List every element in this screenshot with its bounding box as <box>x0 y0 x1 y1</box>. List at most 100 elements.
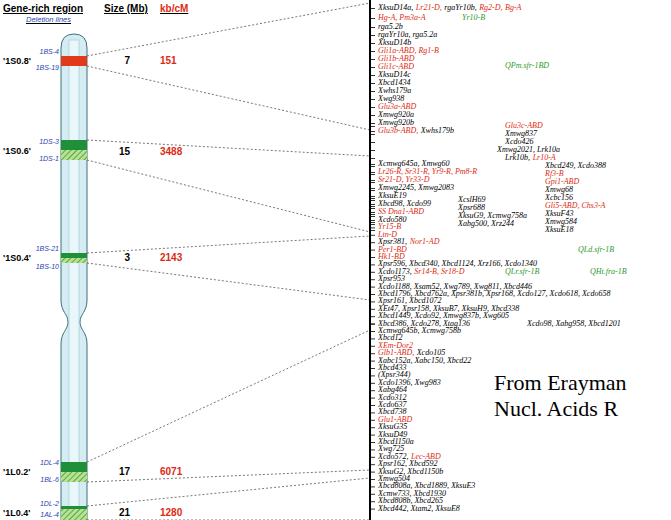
marker-tick <box>370 294 375 295</box>
marker-tick <box>370 99 375 100</box>
source-note-row: Nucl. Acids R <box>492 396 620 422</box>
marker-label: Lr21-D, <box>416 3 442 12</box>
marker-label: Bg-A <box>505 3 521 12</box>
size-value-row: 17 <box>119 467 130 477</box>
marker-tick <box>370 182 375 183</box>
deletion-line-label-row: 1DL-4 <box>40 459 59 467</box>
marker-tick <box>370 51 375 52</box>
marker-label-row: Xwg938 <box>378 95 404 103</box>
marker-label: Lrk10b, <box>505 153 530 162</box>
marker-label: Xcmwg645a, Xmwg60 <box>378 159 450 168</box>
chromatid-core <box>69 40 79 520</box>
size-value: 21 <box>119 507 130 518</box>
marker-label-row: rga5.2b <box>378 23 403 31</box>
marker-label-row: XksuD14b <box>378 39 411 47</box>
band <box>61 506 87 509</box>
band <box>61 509 87 520</box>
deletion-line-label: 1BL-6 <box>40 476 59 483</box>
marker-label: Xcdo426 <box>505 137 533 146</box>
marker-label-row: Xmwg837 <box>505 130 537 138</box>
region-label-row: '1S0.6' <box>3 146 31 156</box>
marker-tick <box>370 368 375 369</box>
marker-tick <box>370 43 375 44</box>
marker-tick <box>370 398 375 399</box>
marker-label: QLd.sfr-1B <box>578 245 614 254</box>
deletion-line-label: 1BS-10 <box>36 263 59 270</box>
marker-label: XksuD14a, <box>378 3 413 12</box>
marker-label-row: Xbcd1434 <box>378 79 410 87</box>
marker-label-row: Yr10-B <box>462 14 485 22</box>
deletion-line-label-row: 1DS-1 <box>39 155 59 163</box>
marker-tick <box>370 479 375 480</box>
marker-tick <box>370 338 375 339</box>
size-value: 15 <box>119 146 130 157</box>
source-note-row: From Erayman <box>492 370 629 396</box>
marker-tick <box>370 164 375 165</box>
marker-tick <box>370 18 375 19</box>
band <box>61 150 87 160</box>
marker-label: Sr14-B, Sr18-D <box>414 267 464 276</box>
marker-label: Glu3a-ABD <box>378 102 416 111</box>
marker-tick <box>370 166 375 167</box>
marker-label-row: Xmwg2245, Xmwg2083 <box>378 184 454 192</box>
marker-tick <box>370 27 375 28</box>
column-header: kb/cM <box>160 3 188 14</box>
marker-label-row: Xcdo426 <box>505 138 533 146</box>
marker-label: Xcbc156 <box>545 193 573 202</box>
marker-tick <box>370 227 375 228</box>
marker-label: Xmwg2245, Xmwg2083 <box>378 183 454 192</box>
marker-label: QPm.sfr-1BD <box>505 61 549 70</box>
marker-tick <box>370 324 375 325</box>
marker-tick <box>370 200 375 201</box>
marker-label: Sr21-D, Yr33-D <box>378 175 430 184</box>
deletion-line-label-row: 1DL-2 <box>40 500 59 508</box>
kb-per-cm-value-row: 151 <box>160 56 177 66</box>
marker-tick <box>370 196 375 197</box>
marker-label: Xwhs179b <box>421 126 454 135</box>
kb-per-cm-value: 1280 <box>160 507 182 518</box>
marker-tick <box>370 158 375 159</box>
marker-tick <box>370 126 375 127</box>
marker-tick <box>370 134 375 135</box>
region-label-row: '1S0.4' <box>3 253 31 263</box>
marker-tick <box>370 216 375 217</box>
band <box>61 56 87 66</box>
marker-tick <box>370 131 375 132</box>
marker-label-row: Xmwg2021, Lrk10a <box>497 146 560 154</box>
marker-tick <box>370 206 375 207</box>
marker-label: Xabg500, Xrz244 <box>458 219 514 228</box>
deletion-line-label-row: 1BS-10 <box>36 263 59 271</box>
marker-tick <box>370 501 375 502</box>
marker-label: Gli5-ABD, Chs3-A <box>545 201 605 210</box>
column-subheader: Deletion lines <box>26 15 71 24</box>
marker-label: SS Dna1-ABD <box>378 207 424 216</box>
marker-label: XksuD14c <box>378 70 411 79</box>
marker-label: Xmwg837 <box>505 129 537 138</box>
marker-tick <box>370 435 375 436</box>
deletion-line-label: 1BS-4 <box>40 48 59 55</box>
marker-tick <box>370 420 375 421</box>
kb-per-cm-value: 2143 <box>160 252 182 263</box>
marker-label: Nor1-AD <box>410 237 440 246</box>
marker-tick <box>370 204 375 205</box>
region-label: '1S0.8' <box>3 56 31 66</box>
marker-tick <box>370 198 375 199</box>
marker-label: XksuG9, Xcmwg758a <box>458 211 527 220</box>
size-value-row: 7 <box>124 56 130 66</box>
source-note: From Erayman <box>494 370 627 395</box>
marker-tick <box>370 115 375 116</box>
marker-tick <box>370 427 375 428</box>
marker-label: XksuF43 <box>545 209 573 218</box>
band <box>61 253 87 258</box>
marker-label-row: Glu3a-ABD <box>378 103 416 111</box>
marker-tick <box>370 494 375 495</box>
marker-tick <box>370 390 375 391</box>
marker-tick <box>370 174 375 175</box>
marker-label: Lr10-A <box>533 153 556 162</box>
deletion-line-label: 1DS-3 <box>39 138 59 145</box>
marker-tick <box>370 361 375 362</box>
region-label: '1L0.2' <box>3 467 30 477</box>
